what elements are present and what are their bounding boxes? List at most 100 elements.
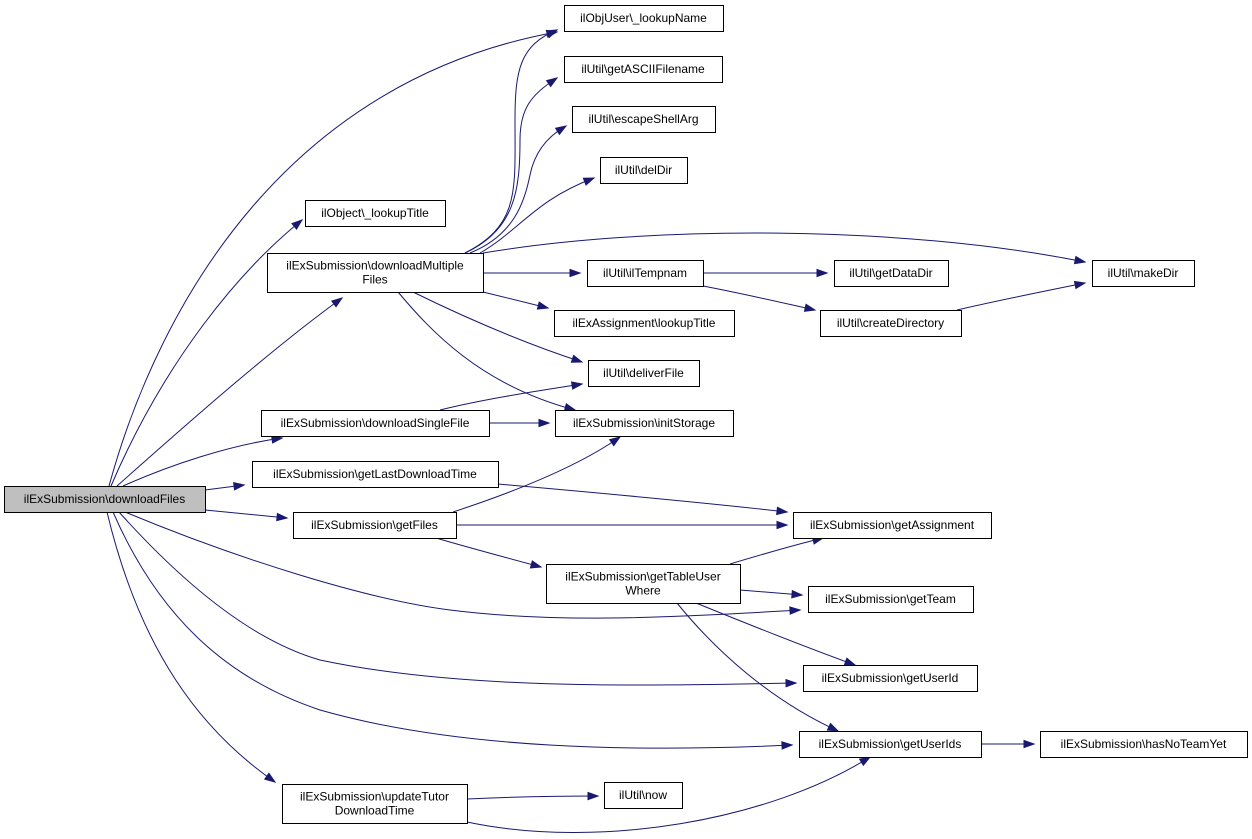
- arrowhead: [1073, 280, 1087, 290]
- node-label: ilExSubmission\downloadFiles: [24, 492, 185, 506]
- node-box[interactable]: [564, 5, 724, 32]
- edge-line: [108, 31, 558, 487]
- edge-getLastDownloadTime-to-getAssignment: [497, 483, 789, 516]
- node-label: ilExSubmission\getTableUser: [565, 570, 720, 584]
- node-box[interactable]: [546, 564, 741, 604]
- edge-line: [439, 383, 583, 411]
- edge-downloadMultipleFiles-to-initStorage: [397, 291, 577, 412]
- arrowhead: [1023, 739, 1036, 749]
- arrowhead: [587, 791, 600, 801]
- arrowhead: [330, 297, 344, 308]
- node-label: Where: [625, 584, 661, 598]
- node-label: ilExSubmission\initStorage: [573, 416, 715, 430]
- node-lookupTitleAss[interactable]: ilExAssignment\lookupTitle: [554, 310, 735, 337]
- node-label: DownloadTime: [335, 804, 415, 818]
- edge-ilTempnam-to-getDataDir: [703, 268, 829, 278]
- node-box[interactable]: [572, 106, 716, 133]
- node-box[interactable]: [803, 665, 978, 692]
- edge-getTableUserWhere-to-getTeam: [739, 589, 804, 599]
- edge-getFiles-to-initStorage: [452, 436, 622, 513]
- node-getDataDir[interactable]: ilUtil\getDataDir: [834, 260, 949, 287]
- node-box[interactable]: [600, 157, 688, 184]
- node-box[interactable]: [834, 260, 949, 287]
- node-box[interactable]: [4, 486, 206, 513]
- node-initStorage[interactable]: ilExSubmission\initStorage: [555, 410, 734, 437]
- edge-createDirectory-to-makeDir: [956, 280, 1087, 311]
- node-label: ilUtil\makeDir: [1108, 266, 1179, 280]
- node-deliverFile[interactable]: ilUtil\deliverFile: [588, 360, 700, 387]
- node-box[interactable]: [305, 200, 446, 227]
- edge-line: [479, 177, 595, 254]
- node-box[interactable]: [1040, 731, 1248, 758]
- edge-line: [466, 795, 599, 800]
- node-label: ilUtil\getASCIIFilename: [581, 62, 705, 76]
- node-label: ilExSubmission\downloadMultiple: [286, 259, 464, 273]
- edge-line: [497, 483, 788, 513]
- node-box[interactable]: [293, 512, 457, 539]
- arrowhead: [570, 381, 584, 390]
- node-box[interactable]: [808, 586, 974, 613]
- edge-getTableUserWhere-to-getAssignment: [729, 536, 825, 565]
- edge-downloadMultipleFiles-to-deliverFile: [412, 291, 584, 363]
- node-getLastDownloadTime[interactable]: ilExSubmission\getLastDownloadTime: [252, 461, 499, 488]
- node-label: ilUtil\now: [619, 788, 667, 802]
- arrowhead: [776, 520, 789, 530]
- node-box[interactable]: [820, 310, 962, 337]
- arrowhead: [1073, 255, 1087, 265]
- edge-line: [695, 602, 856, 666]
- node-getFiles[interactable]: ilExSubmission\getFiles: [293, 512, 457, 539]
- node-box[interactable]: [554, 310, 735, 337]
- node-label: ilUtil\getDataDir: [849, 266, 932, 280]
- node-getTeam[interactable]: ilExSubmission\getTeam: [808, 586, 974, 613]
- edge-line: [122, 437, 283, 487]
- arrowhead: [781, 741, 794, 750]
- node-lookupTitleObj[interactable]: ilObject\_lookupTitle: [305, 200, 446, 227]
- node-lookupName[interactable]: ilObjUser\_lookupName: [564, 5, 724, 32]
- node-downloadSingleFile[interactable]: ilExSubmission\downloadSingleFile: [261, 410, 490, 437]
- node-label: ilExSubmission\getFiles: [311, 518, 438, 532]
- node-box[interactable]: [555, 410, 734, 437]
- edge-downloadFiles-to-updateTutorDownloadTime: [106, 511, 277, 783]
- nodes-layer: ilExSubmission\downloadFiles ilObjUser\_l…: [4, 5, 1248, 824]
- node-box[interactable]: [604, 782, 683, 809]
- node-box[interactable]: [587, 260, 704, 287]
- node-box[interactable]: [252, 461, 499, 488]
- edges-layer: [106, 29, 1087, 833]
- node-getASCIIFilename[interactable]: ilUtil\getASCIIFilename: [564, 56, 723, 83]
- node-label: ilExSubmission\getAssignment: [810, 518, 975, 532]
- node-getAssignment[interactable]: ilExSubmission\getAssignment: [793, 512, 992, 539]
- node-box[interactable]: [261, 410, 490, 437]
- node-now[interactable]: ilUtil\now: [604, 782, 683, 809]
- node-box[interactable]: [588, 360, 700, 387]
- node-box[interactable]: [793, 512, 992, 539]
- node-delDir[interactable]: ilUtil\delDir: [600, 157, 688, 184]
- node-getUserIds[interactable]: ilExSubmission\getUserIds: [799, 731, 982, 758]
- node-downloadFiles[interactable]: ilExSubmission\downloadFiles: [4, 486, 206, 513]
- node-getUserId[interactable]: ilExSubmission\getUserId: [803, 665, 978, 692]
- node-box[interactable]: [799, 731, 982, 758]
- node-createDirectory[interactable]: ilUtil\createDirectory: [820, 310, 962, 337]
- node-box[interactable]: [267, 253, 484, 293]
- arrowhead: [608, 436, 622, 447]
- node-label: ilExAssignment\lookupTitle: [573, 316, 716, 330]
- node-makeDir[interactable]: ilUtil\makeDir: [1092, 260, 1195, 287]
- node-label: ilUtil\createDirectory: [837, 316, 944, 330]
- node-box[interactable]: [282, 784, 468, 824]
- arrowhead: [291, 219, 304, 230]
- node-ilTempnam[interactable]: ilUtil\ilTempnam: [587, 260, 704, 287]
- node-hasNoTeamYet[interactable]: ilExSubmission\hasNoTeamYet: [1040, 731, 1248, 758]
- node-box[interactable]: [1092, 260, 1195, 287]
- node-box[interactable]: [564, 56, 723, 83]
- node-escapeShellArg[interactable]: ilUtil\escapeShellArg: [572, 106, 716, 133]
- edge-getFiles-to-getTableUserWhere: [435, 537, 543, 569]
- edge-line: [482, 291, 549, 309]
- edge-downloadSingleFile-to-deliverFile: [439, 381, 584, 411]
- arrowhead: [529, 560, 543, 569]
- edge-getTableUserWhere-to-getUserId: [695, 602, 857, 666]
- edge-downloadFiles-to-getUserId: [118, 511, 798, 688]
- node-label: ilExSubmission\getUserIds: [819, 737, 962, 751]
- edge-getTableUserWhere-to-getUserIds: [676, 602, 840, 732]
